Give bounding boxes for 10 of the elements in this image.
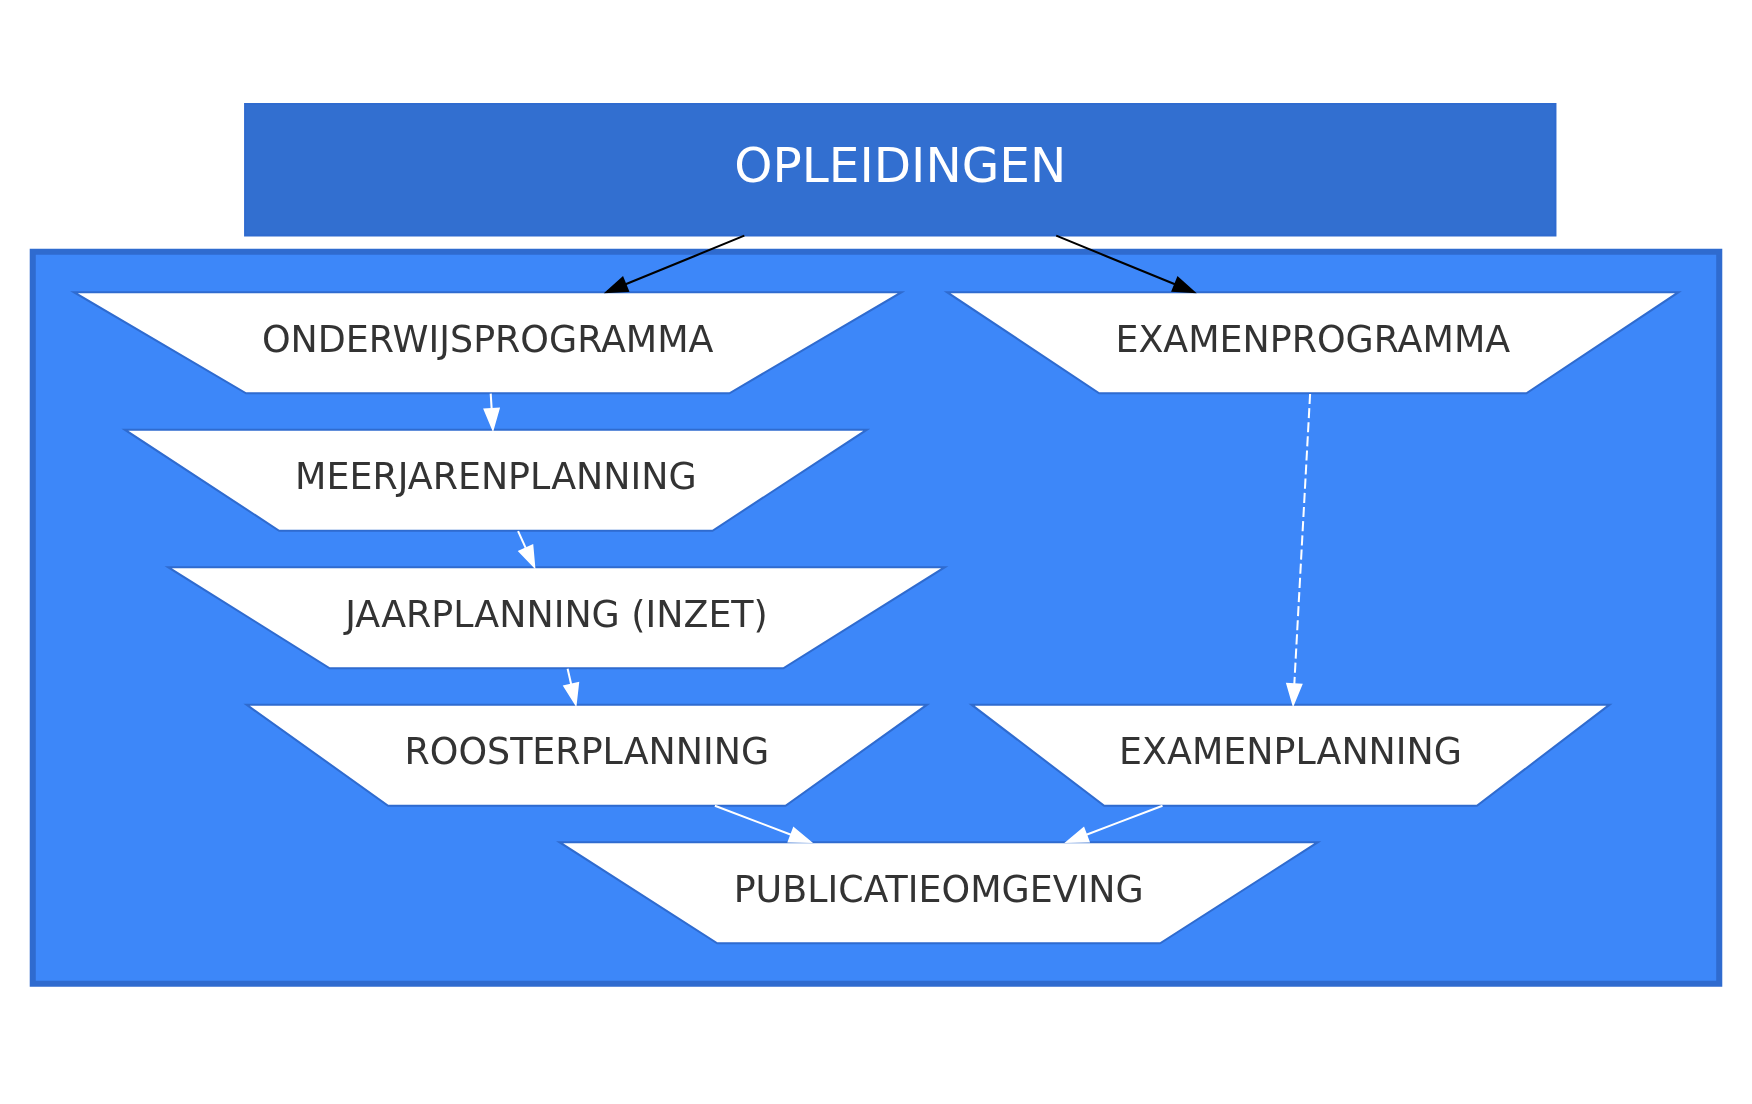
arrow	[1285, 393, 1312, 708]
arrow	[562, 668, 580, 708]
arrow	[603, 234, 745, 294]
node-box: OPLEIDINGEN	[244, 103, 1557, 237]
arrow	[1064, 804, 1163, 844]
arrow	[483, 393, 501, 433]
cluster	[29, 248, 1723, 987]
arrow	[1055, 234, 1197, 294]
arrow	[517, 530, 536, 570]
arrow	[714, 804, 814, 844]
